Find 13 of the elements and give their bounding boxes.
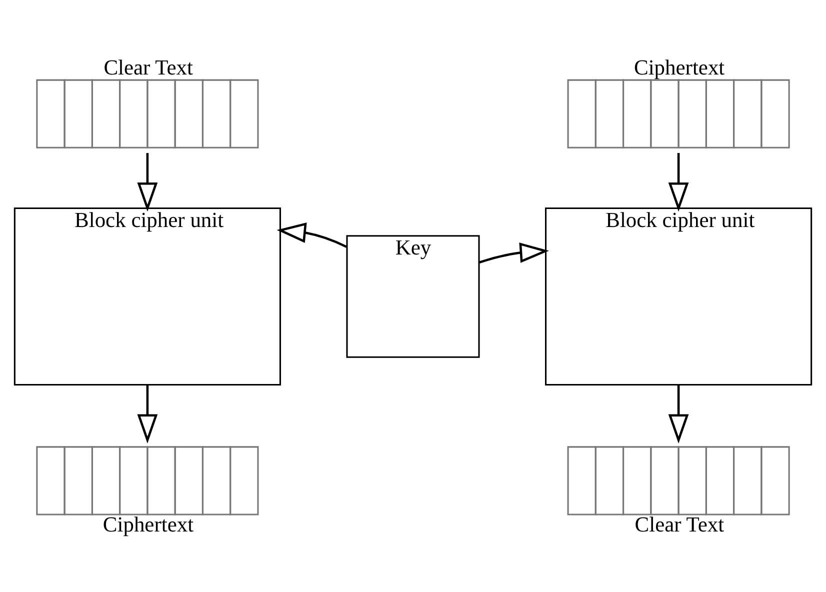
node-label: Clear Text	[104, 54, 194, 79]
node-label: Ciphertext	[102, 512, 194, 536]
node-label: Ciphertext	[634, 54, 725, 79]
arrow	[137, 152, 158, 212]
arrow	[668, 384, 689, 443]
node-label: Clear Text	[634, 512, 724, 536]
arrow	[276, 222, 348, 248]
node-box: Block cipher unit	[14, 206, 281, 386]
node-box: Key	[346, 234, 480, 358]
arrow	[668, 152, 689, 212]
arrow	[479, 242, 549, 263]
arrow	[137, 384, 158, 443]
node-box: Block cipher unit	[545, 206, 812, 386]
